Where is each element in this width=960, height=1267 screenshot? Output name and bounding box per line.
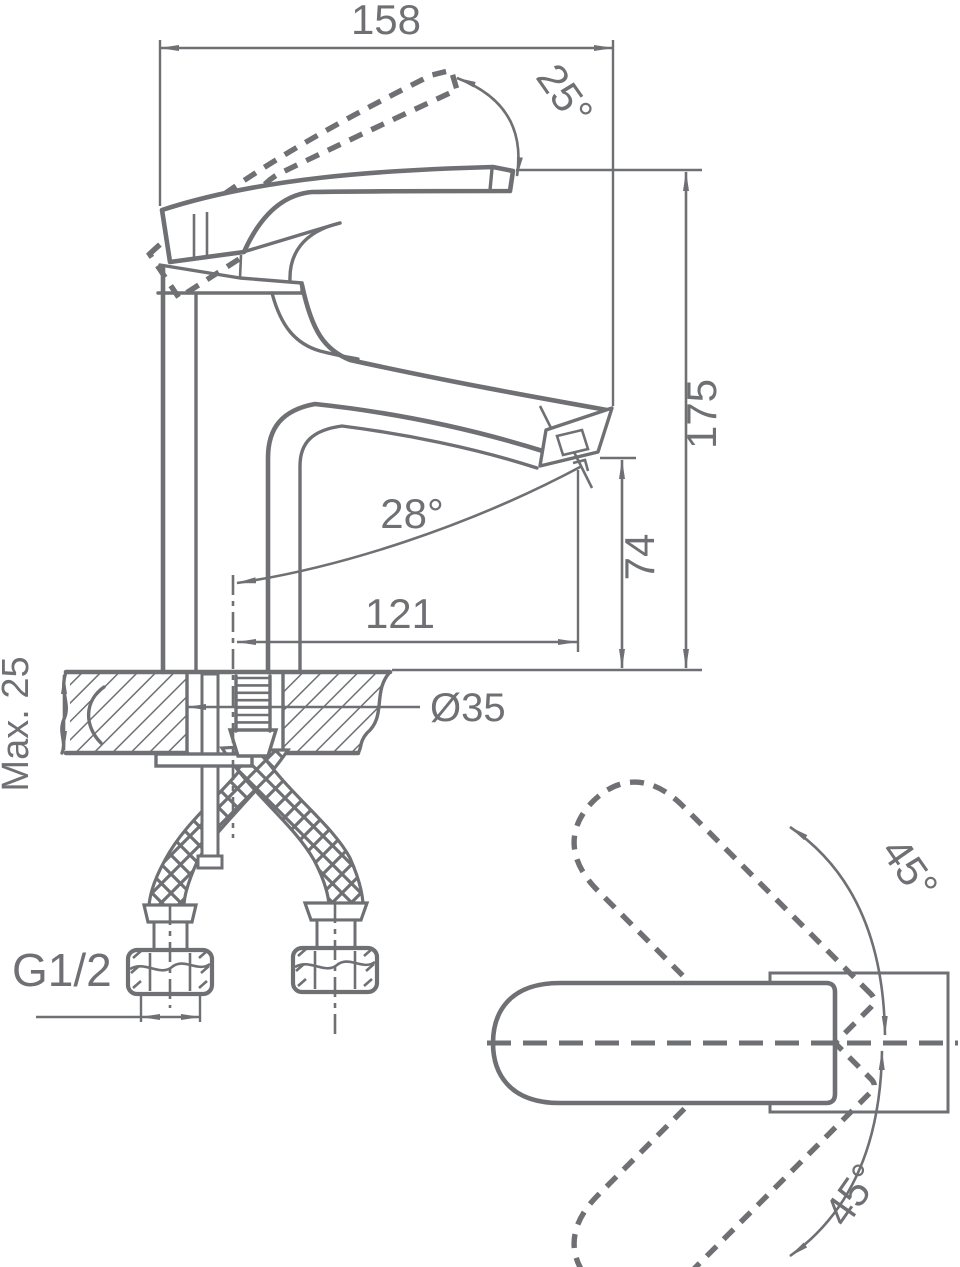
spout-under-outer — [265, 401, 549, 675]
mounting-washer — [154, 752, 254, 768]
tail-pipe — [196, 672, 224, 870]
faucet-body — [156, 221, 614, 675]
stream-angle-line — [236, 464, 583, 585]
dome-right — [288, 221, 342, 283]
arc-25deg — [456, 76, 523, 177]
aerator-insert — [555, 428, 590, 457]
aerator-tick — [538, 405, 553, 429]
supply-hoses — [147, 744, 365, 908]
aerator-body — [538, 406, 614, 468]
lever-outline — [159, 164, 516, 265]
right-angle-mark — [572, 458, 590, 472]
dim-text-45-up: 45° — [872, 829, 947, 908]
dim-text-74: 74 — [616, 534, 663, 581]
stream-normal-line — [572, 451, 594, 489]
dim-text-175: 175 — [678, 379, 725, 449]
front-view: 158 25° 175 74 121 28° Max. 25 — [0, 0, 725, 1040]
dim-text-max25: Max. 25 — [0, 656, 37, 791]
spout-top-inner — [270, 291, 360, 361]
lever-end-cap — [488, 167, 494, 192]
deck-break-left-arc — [86, 685, 106, 745]
hose-right — [219, 744, 365, 907]
dim-text-g12: G1/2 — [12, 944, 112, 996]
dim-text-25deg: 25° — [527, 55, 602, 134]
deck-break-right — [356, 670, 392, 755]
spout-under-inner — [298, 424, 539, 674]
arc-45-down — [789, 1050, 885, 1258]
collar-rib — [238, 254, 243, 279]
dimensions-front: 158 25° 175 74 121 28° Max. 25 — [0, 0, 725, 1022]
threaded-stud — [234, 674, 272, 733]
spout-top-outer — [299, 282, 610, 413]
top-view: 45° 45° — [487, 779, 958, 1267]
lever-handle — [146, 67, 516, 302]
arc-45-up — [789, 825, 888, 1036]
hose-fittings — [125, 901, 380, 1040]
dim-text-dia35: Ø35 — [430, 686, 506, 730]
dim-text-121: 121 — [365, 590, 435, 637]
dim-text-28deg: 28° — [380, 490, 444, 537]
mounting-deck — [60, 669, 393, 756]
mounting-cone-nut — [227, 728, 279, 758]
collar-top — [158, 263, 304, 285]
tail-pipe-end — [196, 854, 224, 870]
dim-text-158: 158 — [351, 0, 421, 43]
deck-hatch-right — [283, 672, 390, 753]
